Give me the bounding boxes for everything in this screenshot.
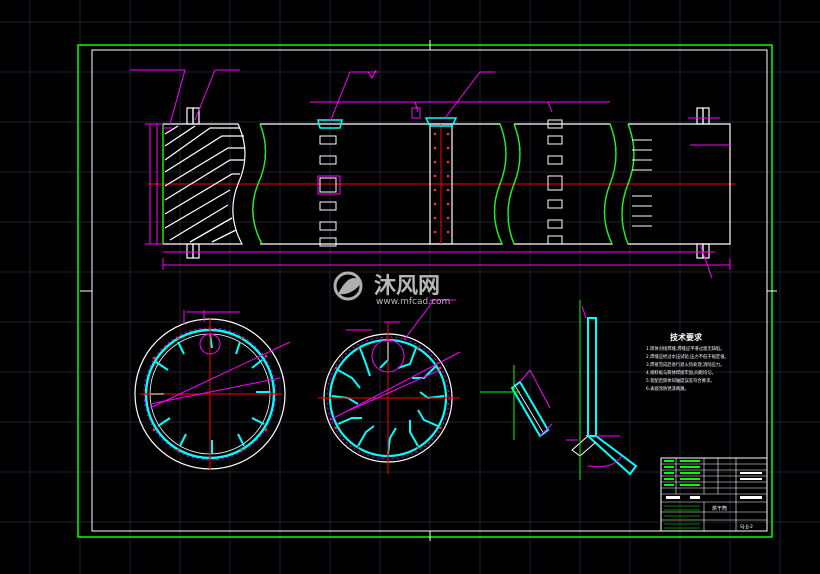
drum-elevation-view xyxy=(130,69,735,279)
watermark: 沐风网 www.mfcad.com xyxy=(333,271,450,307)
lifter-detail-1 xyxy=(480,365,553,440)
technical-notes: 技术要求 1.筒体对接焊缝,焊缝应平滑过渡无缺陷。 2.焊缝应经过水压试验,压力… xyxy=(646,332,729,392)
lifter-detail-2 xyxy=(566,300,638,480)
lifter-blocks-a xyxy=(319,135,337,247)
notes-title: 技术要求 xyxy=(670,332,703,342)
feed-end-shell xyxy=(162,123,246,245)
notes-line: 4.扬料板与筒体焊接牢固,间距均匀。 xyxy=(646,369,716,376)
notes-line: 3.焊接完成后进行退火热处理,消除应力。 xyxy=(646,361,725,368)
watermark-url: www.mfcad.com xyxy=(376,297,450,307)
drawing-number: SJ-JJ-2 xyxy=(740,524,753,530)
drawing-name: 烘干筒 xyxy=(712,505,727,512)
discharge-slats xyxy=(632,139,652,227)
spiral-flights xyxy=(164,125,244,243)
lifter-blocks-b xyxy=(547,119,563,245)
notes-line: 6.表面涂防锈漆两遍。 xyxy=(646,385,689,392)
title-block: 烘干筒 SJ-JJ-2 xyxy=(660,457,768,532)
notes-line: 2.焊缝应经过水压试验,压力不低于规定值。 xyxy=(646,353,729,360)
section-view-a xyxy=(134,310,291,470)
notes-line: 5.装配后筒体同轴度误差符合要求。 xyxy=(646,377,715,384)
watermark-brand: 沐风网 xyxy=(374,274,440,299)
brand-logo-icon xyxy=(333,271,363,301)
section-view-b xyxy=(318,299,461,474)
frame-center-marks xyxy=(80,40,777,541)
elevation-dimensions xyxy=(130,69,731,279)
notes-line: 1.筒体对接焊缝,焊缝应平滑过渡无缺陷。 xyxy=(646,345,725,352)
